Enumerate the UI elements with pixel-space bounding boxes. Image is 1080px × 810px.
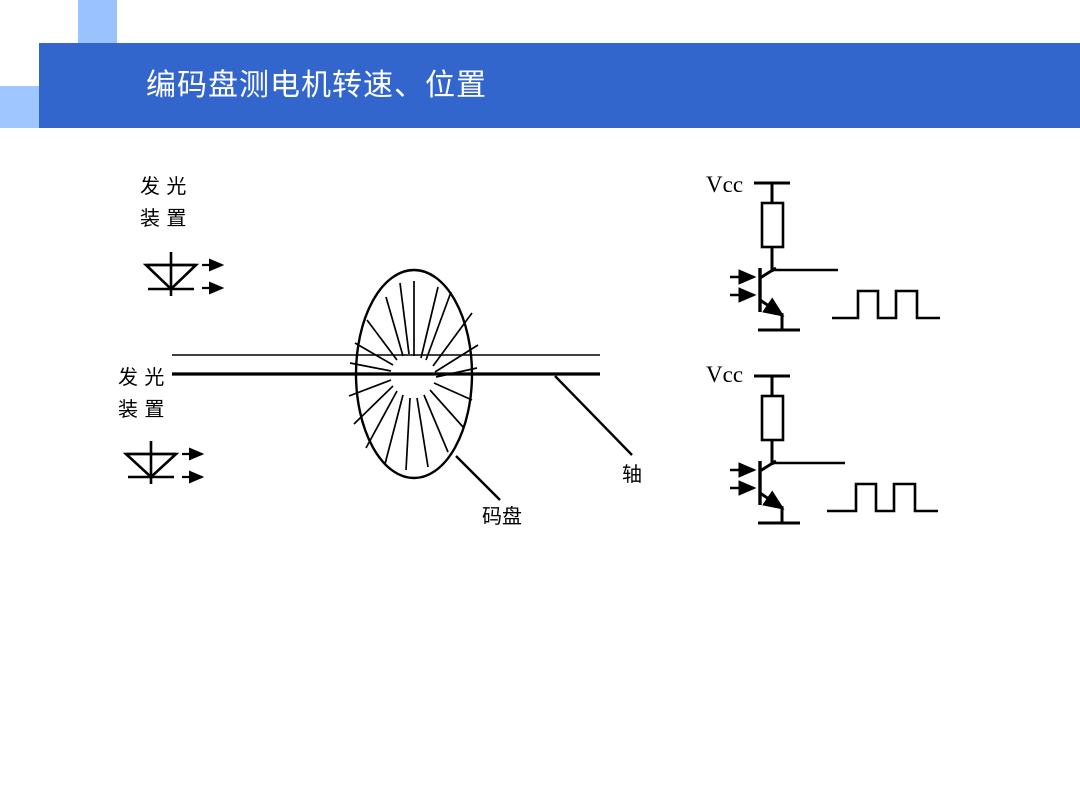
label-code-disk: 码盘 [482,504,522,528]
label-emitter-bottom-line1: 发 光 [118,365,165,389]
leader-shaft [554,375,633,456]
label-shaft: 轴 [622,462,642,486]
label-emitter-top-line1: 发 光 [140,174,187,198]
label-emitter-bottom-line2: 装 置 [118,397,165,421]
label-vcc-top: Vcc [706,172,744,197]
waveform-bottom [827,482,938,513]
shaft-lines [172,354,600,376]
led-light-arrows-top [202,258,225,295]
label-vcc-bottom: Vcc [706,362,744,387]
label-emitter-top-line2: 装 置 [140,206,187,230]
waveform-top [832,289,940,320]
led-symbol-bottom [122,441,180,484]
resistor-bottom [760,394,785,442]
page-title: 编码盘测电机转速、位置 [146,69,487,102]
resistor-top [760,201,785,249]
title-banner [39,43,1080,128]
phototransistor-circuit-bottom [730,374,845,525]
phototransistor-circuit-top [730,181,838,332]
leader-code-disk [455,455,501,501]
led-symbol-top [142,252,200,296]
encoder-disk-slots [348,281,479,471]
encoder-disk [348,268,479,480]
led-light-arrows-bottom [182,447,205,484]
